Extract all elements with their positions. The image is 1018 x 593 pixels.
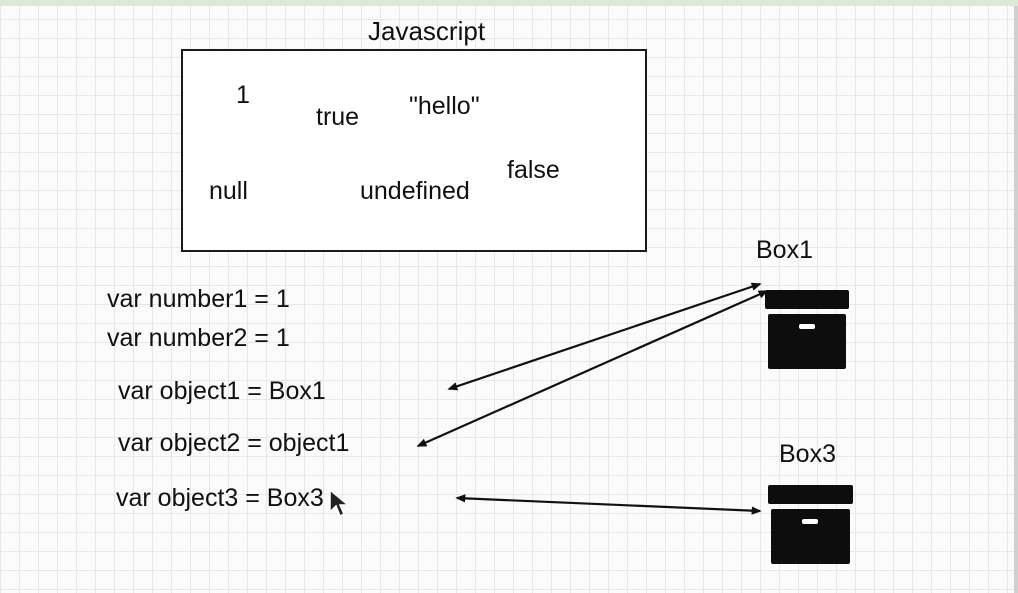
value-undefined: undefined bbox=[360, 177, 470, 205]
declaration-number2: var number2 = 1 bbox=[107, 324, 290, 352]
value-null: null bbox=[209, 177, 248, 205]
box3-label: Box3 bbox=[779, 440, 836, 468]
storage-box-icon bbox=[768, 485, 853, 564]
value-false: false bbox=[507, 156, 560, 184]
object1-to-box1-arrow bbox=[447, 282, 762, 391]
object2-to-box1-arrow bbox=[416, 289, 769, 448]
declaration-object2: var object2 = object1 bbox=[118, 429, 350, 457]
declaration-object3: var object3 = Box3 bbox=[116, 484, 324, 512]
declaration-object1: var object1 = Box1 bbox=[118, 377, 326, 405]
panel-title: Javascript bbox=[368, 16, 486, 46]
top-border bbox=[0, 0, 1018, 6]
right-border bbox=[1014, 6, 1018, 593]
value-hello: "hello" bbox=[409, 92, 480, 120]
box1-label: Box1 bbox=[756, 236, 813, 264]
value-number: 1 bbox=[236, 81, 250, 109]
object3-to-box3-arrow bbox=[455, 494, 762, 515]
value-true: true bbox=[316, 103, 360, 131]
storage-box-icon bbox=[765, 290, 849, 370]
values-panel: 1 true "hello" null undefined false bbox=[181, 49, 647, 252]
declaration-number1: var number1 = 1 bbox=[107, 285, 290, 313]
mouse-cursor-icon bbox=[329, 488, 350, 518]
